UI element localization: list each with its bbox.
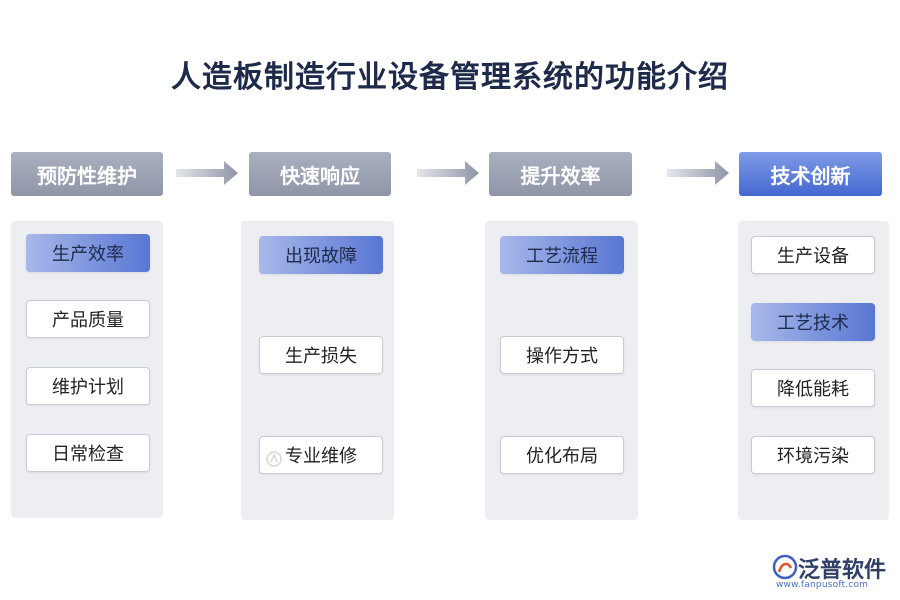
brand-name: 泛普软件: [798, 558, 887, 583]
flow-arrow-icon: [417, 161, 479, 185]
column-header-preventive: 预防性维护: [11, 152, 163, 196]
list-item: 出现故障: [259, 236, 383, 274]
list-item: 产品质量: [26, 300, 150, 338]
list-item: 维护计划: [26, 367, 150, 405]
list-item: 工艺流程: [500, 236, 624, 274]
page-title: 人造板制造行业设备管理系统的功能介绍: [171, 60, 729, 95]
list-item: 工艺技术: [751, 303, 875, 341]
brand-icon: [772, 554, 798, 580]
brand-logo: 泛普软件 www.fanpusoft.com: [772, 552, 892, 592]
list-item: 操作方式: [500, 336, 624, 374]
brand-url: www.fanpusoft.com: [776, 580, 869, 590]
list-item: 降低能耗: [751, 369, 875, 407]
column-header-response: 快速响应: [249, 152, 391, 196]
flow-arrow-icon: [667, 161, 729, 185]
column-header-efficiency: 提升效率: [489, 152, 632, 196]
list-item: 专业维修: [259, 436, 383, 474]
watermark-logo-icon: [266, 451, 282, 467]
list-item: 优化布局: [500, 436, 624, 474]
list-item: 生产设备: [751, 236, 875, 274]
list-item: 生产效率: [26, 234, 150, 272]
flow-arrow-icon: [176, 161, 238, 185]
column-header-innovation: 技术创新: [739, 152, 882, 196]
list-item: 日常检查: [26, 434, 150, 472]
list-item: 环境污染: [751, 436, 875, 474]
list-item: 生产损失: [259, 336, 383, 374]
